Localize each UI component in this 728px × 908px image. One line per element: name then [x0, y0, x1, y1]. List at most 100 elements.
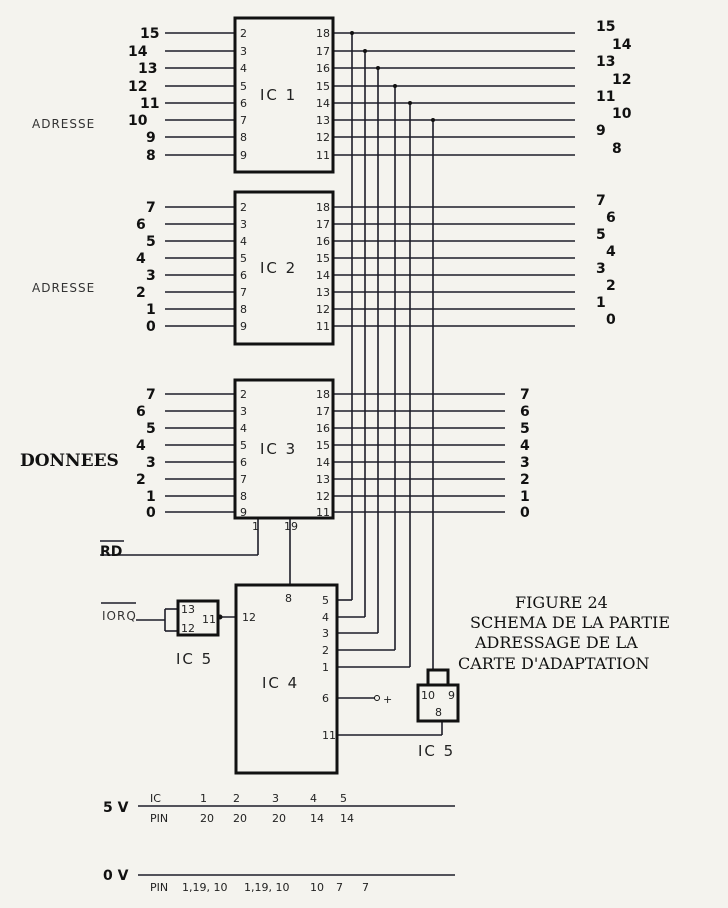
- ic1-box: [233, 16, 335, 174]
- ic5a-pin: 13: [181, 603, 195, 616]
- ic1-output-bit: 13: [596, 54, 615, 70]
- ic3-input-bit: 6: [136, 404, 146, 420]
- ic3-right-pin: 18: [316, 388, 330, 401]
- ic3-left-pin: 9: [240, 506, 247, 519]
- ic5b-box: [416, 683, 460, 723]
- ic1-left-pin: 8: [240, 131, 247, 144]
- ic3-bottom-pin: 1: [252, 520, 259, 533]
- ic3-output-bit: 1: [520, 489, 530, 505]
- ic1-right-pin: 16: [316, 62, 330, 75]
- 0v-pin-number: 1,19, 10: [182, 881, 227, 894]
- ic3-name: IC 3: [260, 440, 297, 458]
- ic3-input-bit: 2: [136, 472, 146, 488]
- ic2-left-pin: 5: [240, 252, 247, 265]
- ic1-output-bit: 15: [596, 19, 615, 35]
- ic4-left-pin: 12: [242, 611, 256, 624]
- ic3-output-bit: 3: [520, 455, 530, 471]
- ic3-input-bit: 3: [146, 455, 156, 471]
- ic2-output-bit: 3: [596, 261, 606, 277]
- plus-label: +: [383, 693, 392, 706]
- ic1-name: IC 1: [260, 86, 297, 104]
- ic1-input-bit: 8: [146, 148, 156, 164]
- ic3-right-pin: 17: [316, 405, 330, 418]
- ic1-right-pin: 17: [316, 45, 330, 58]
- ic2-left-pin: 6: [240, 269, 247, 282]
- ic3-bottom-pin: 19: [284, 520, 298, 533]
- ic1-input-bit: 12: [128, 79, 147, 95]
- caption-line-2: ADRESSAGE DE LA: [474, 633, 638, 652]
- 5v-pin-number: 20: [200, 812, 214, 825]
- ic2-left-pin: 3: [240, 218, 247, 231]
- ic3-right-pin: 12: [316, 490, 330, 503]
- ic1-output-bit: 10: [612, 106, 632, 122]
- ic5b-pin: 8: [435, 706, 442, 719]
- ic1-left-pin: 2: [240, 27, 247, 40]
- ic3-input-bit: 4: [136, 438, 146, 454]
- junction-dot: [376, 66, 380, 70]
- ic2-input-bit: 2: [136, 285, 146, 301]
- ic3-output-bit: 7: [520, 387, 530, 403]
- ic4-right-pin: 2: [322, 644, 329, 657]
- ic3-input-bit: 5: [146, 421, 156, 437]
- 5v-pin-number: 14: [310, 812, 324, 825]
- ic2-output-bit: 5: [596, 227, 606, 243]
- ic2-output-bit: 4: [606, 244, 616, 260]
- ic3-input-bit: 0: [146, 505, 156, 521]
- ic3-box: [233, 378, 335, 520]
- 5v-pin-number: PIN: [150, 812, 168, 825]
- ic1-right-pin: 18: [316, 27, 330, 40]
- ic4-right-pin: 6: [322, 692, 329, 705]
- ic1-input-bit: 14: [128, 44, 148, 60]
- ic4-name: IC 4: [262, 674, 299, 692]
- ic5a-name: IC 5: [176, 650, 213, 668]
- terminal-circle: [374, 695, 380, 701]
- wires: [100, 31, 575, 876]
- ic3-input-bit: 7: [146, 387, 156, 403]
- 0v-pin-number: 10: [310, 881, 324, 894]
- 5v-ic-number: 3: [272, 792, 279, 805]
- ic5b-pin: 9: [448, 689, 455, 702]
- adresse-label-low: ADRESSE: [32, 281, 95, 295]
- ic2-right-pin: 12: [316, 303, 330, 316]
- 0v-pin-number: PIN: [150, 881, 168, 894]
- ic4-right-pin: 3: [322, 627, 329, 640]
- caption-line-3: CARTE D'ADAPTATION: [458, 654, 650, 673]
- ic5a-pin: 12: [181, 622, 195, 635]
- ic2-right-pin: 18: [316, 201, 330, 214]
- ic1-output-bit: 12: [612, 72, 631, 88]
- ic2-output-bit: 1: [596, 295, 606, 311]
- ic3-right-pin: 14: [316, 456, 330, 469]
- ic3-output-bit: 4: [520, 438, 530, 454]
- ic5a-pin: 11: [202, 613, 216, 626]
- ic3-left-pin: 7: [240, 473, 247, 486]
- ic3-left-pin: 3: [240, 405, 247, 418]
- ic3-left-pin: 6: [240, 456, 247, 469]
- ic1-input-bit: 15: [140, 26, 159, 42]
- ic1-output-bit: 9: [596, 123, 606, 139]
- ic1-right-pin: 11: [316, 149, 330, 162]
- ic5b-input-box: [426, 668, 450, 687]
- ic2-box: [233, 190, 335, 346]
- ic2-output-bit: 0: [606, 312, 616, 328]
- 5v-pin-number: 20: [233, 812, 247, 825]
- ic2-input-bit: 5: [146, 234, 156, 250]
- junction-dot: [350, 31, 354, 35]
- iorq-label: IORQ: [102, 609, 137, 623]
- junction-dot: [393, 84, 397, 88]
- 5v-ic-number: 1: [200, 792, 207, 805]
- ic2-input-bit: 3: [146, 268, 156, 284]
- 5v-ic-number: 5: [340, 792, 347, 805]
- ic2-left-pin: 4: [240, 235, 247, 248]
- ic1-left-pin: 6: [240, 97, 247, 110]
- ic1-input-bit: 9: [146, 130, 156, 146]
- ic3-right-pin: 16: [316, 422, 330, 435]
- ic3-left-pin: 8: [240, 490, 247, 503]
- ic2-input-bit: 1: [146, 302, 156, 318]
- ic2-input-bit: 7: [146, 200, 156, 216]
- ic1-left-pin: 7: [240, 114, 247, 127]
- ic1-output-bit: 8: [612, 141, 622, 157]
- junction-dot: [408, 101, 412, 105]
- junction-dot: [431, 118, 435, 122]
